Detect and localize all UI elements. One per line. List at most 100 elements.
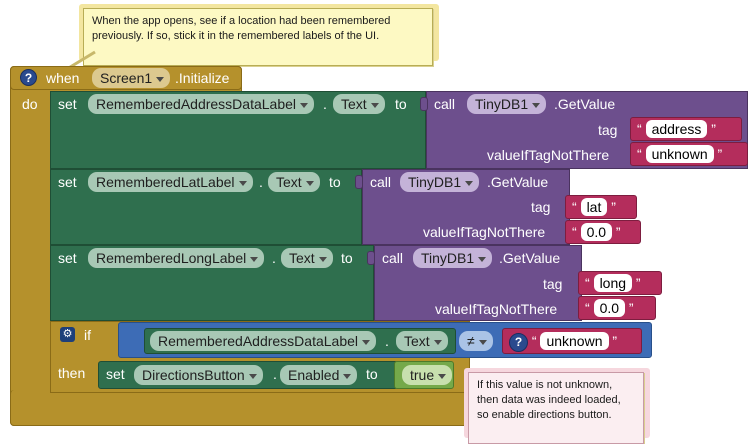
text-value[interactable]: long	[593, 274, 633, 292]
chevron-down-icon	[465, 180, 474, 186]
screen1-dropdown-label: Screen1	[100, 70, 153, 86]
property-dropdown-label: Text	[276, 174, 302, 190]
text-value[interactable]: unknown	[540, 332, 609, 350]
to-label: to	[329, 174, 341, 190]
chevron-down-icon	[370, 102, 379, 108]
enabled-dropdown[interactable]: Enabled	[280, 365, 358, 385]
default-label: valueIfTagNotThere	[487, 147, 610, 163]
close-quote-icon: ”	[711, 121, 716, 137]
call-plug	[420, 97, 428, 111]
open-quote-icon: “	[585, 275, 590, 291]
chevron-down-icon	[343, 373, 352, 379]
getter-component-label: RememberedAddressDataLabel	[158, 333, 358, 349]
call-plug	[367, 251, 375, 265]
chevron-down-icon	[305, 180, 314, 186]
chevron-down-icon	[438, 373, 447, 379]
close-quote-icon: ”	[612, 333, 618, 349]
call-label: call	[370, 174, 392, 190]
dot-label: .	[385, 333, 389, 349]
text-value[interactable]: address	[645, 120, 708, 138]
text-value[interactable]: 0.0	[593, 299, 626, 317]
chevron-down-icon	[478, 256, 487, 262]
text-help-icon[interactable]: ?	[509, 332, 528, 352]
component-dropdown-lat[interactable]: RememberedLatLabel	[88, 172, 253, 192]
chevron-down-icon	[433, 339, 442, 345]
chevron-down-icon	[318, 256, 327, 262]
call-plug	[355, 175, 363, 189]
open-quote-icon: “	[637, 121, 642, 137]
text-block-unknown[interactable]: “ unknown ”	[630, 142, 748, 166]
event-help-icon[interactable]: ?	[20, 69, 37, 86]
to-label: to	[366, 366, 378, 382]
component-dropdown-label: RememberedLongLabel	[96, 250, 247, 266]
property-dropdown-long[interactable]: Text	[281, 248, 333, 268]
getvalue-label: .GetValue	[499, 250, 561, 266]
tinydb-dropdown[interactable]: TinyDB1	[467, 94, 547, 114]
operator-dropdown[interactable]: ≠	[459, 331, 493, 351]
text-block-lat[interactable]: “ lat ”	[565, 195, 637, 219]
open-quote-icon: “	[637, 146, 642, 162]
to-label: to	[395, 96, 407, 112]
component-dropdown-long[interactable]: RememberedLongLabel	[88, 248, 265, 268]
tag-label: tag	[531, 199, 551, 215]
getter-component-dropdown[interactable]: RememberedAddressDataLabel	[150, 331, 376, 351]
close-quote-icon: ”	[611, 199, 616, 215]
dot-label: .	[273, 366, 277, 382]
operator-label: ≠	[467, 333, 475, 349]
text-block-address[interactable]: “ address ”	[630, 117, 742, 141]
chevron-down-icon	[362, 339, 370, 345]
true-dropdown[interactable]: true	[402, 365, 453, 385]
open-quote-icon: “	[585, 300, 590, 316]
directions-button-dropdown[interactable]: DirectionsButton	[134, 365, 263, 385]
getter-property-dropdown[interactable]: Text	[396, 331, 448, 351]
bottom-comment-bubble: If this value is not unknown, then data …	[464, 368, 650, 444]
initialize-label: .Initialize	[175, 70, 230, 86]
tinydb-dropdown-label: TinyDB1	[408, 174, 462, 190]
tinydb-dropdown-label: TinyDB1	[421, 250, 475, 266]
chevron-down-icon	[532, 102, 541, 108]
component-dropdown-label: RememberedAddressDataLabel	[96, 96, 296, 112]
true-label: true	[410, 367, 435, 383]
text-value[interactable]: lat	[580, 198, 608, 216]
chevron-down-icon	[478, 339, 487, 345]
top-comment-text[interactable]: When the app opens, see if a location ha…	[83, 8, 433, 66]
text-value[interactable]: 0.0	[580, 223, 613, 241]
tag-label: tag	[598, 122, 618, 138]
chevron-down-icon	[238, 180, 247, 186]
text-block-lat-default[interactable]: “ 0.0 ”	[565, 220, 641, 244]
chevron-down-icon	[156, 76, 165, 82]
chevron-down-icon	[248, 373, 257, 379]
to-label: to	[341, 250, 353, 266]
getter-property-label: Text	[404, 333, 430, 349]
set-label: set	[106, 366, 125, 382]
text-block-long-default[interactable]: “ 0.0 ”	[578, 296, 656, 320]
bottom-comment-text[interactable]: If this value is not unknown, then data …	[468, 372, 644, 444]
tinydb-dropdown-label: TinyDB1	[475, 96, 529, 112]
text-block-long[interactable]: “ long ”	[578, 271, 662, 295]
tag-label: tag	[543, 276, 563, 292]
chevron-down-icon	[250, 256, 259, 262]
chevron-down-icon	[300, 102, 308, 108]
tinydb-dropdown[interactable]: TinyDB1	[413, 248, 493, 268]
getvalue-label: .GetValue	[554, 96, 616, 112]
directions-button-label: DirectionsButton	[142, 367, 245, 383]
open-quote-icon: “	[531, 333, 537, 349]
top-comment-bubble: When the app opens, see if a location ha…	[79, 4, 439, 66]
tinydb-dropdown[interactable]: TinyDB1	[400, 172, 480, 192]
text-value[interactable]: unknown	[645, 145, 714, 163]
property-dropdown-address[interactable]: Text	[333, 94, 385, 114]
set-label: set	[58, 174, 77, 190]
text-block-unknown-compare[interactable]: ? “ unknown ”	[502, 328, 642, 354]
property-dropdown-lat[interactable]: Text	[268, 172, 320, 192]
call-block-long[interactable]	[374, 245, 582, 321]
gear-icon[interactable]: ⚙	[60, 327, 75, 342]
component-dropdown-address[interactable]: RememberedAddressDataLabel	[88, 94, 314, 114]
then-label: then	[58, 365, 86, 381]
if-label: if	[84, 327, 91, 343]
close-quote-icon: ”	[628, 300, 634, 316]
enabled-label: Enabled	[288, 367, 340, 383]
default-label: valueIfTagNotThere	[423, 224, 546, 240]
screen1-dropdown[interactable]: Screen1	[92, 68, 171, 88]
default-label: valueIfTagNotThere	[435, 301, 558, 317]
dot-label: .	[323, 96, 327, 112]
